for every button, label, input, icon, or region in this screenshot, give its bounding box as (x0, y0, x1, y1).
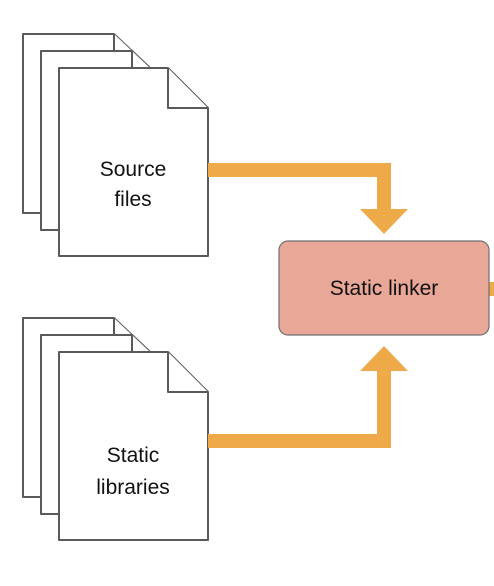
static-libraries-label-line1: Static (107, 444, 160, 467)
arrow-linker-output (489, 282, 494, 296)
arrow-source-to-linker (208, 163, 408, 234)
source-files-label-line1: Source (100, 158, 167, 181)
static-library-doc-front (58, 351, 209, 541)
source-files-stack: Source files (22, 33, 209, 257)
static-libraries-stack: Static libraries (22, 317, 209, 541)
arrow-libraries-to-linker (208, 346, 408, 448)
source-files-label-line2: files (114, 188, 151, 211)
source-file-doc-front (58, 67, 209, 257)
static-linker-label: Static linker (330, 277, 439, 300)
static-linker-box: Static linker (278, 240, 490, 336)
static-libraries-label-line2: libraries (96, 476, 170, 499)
